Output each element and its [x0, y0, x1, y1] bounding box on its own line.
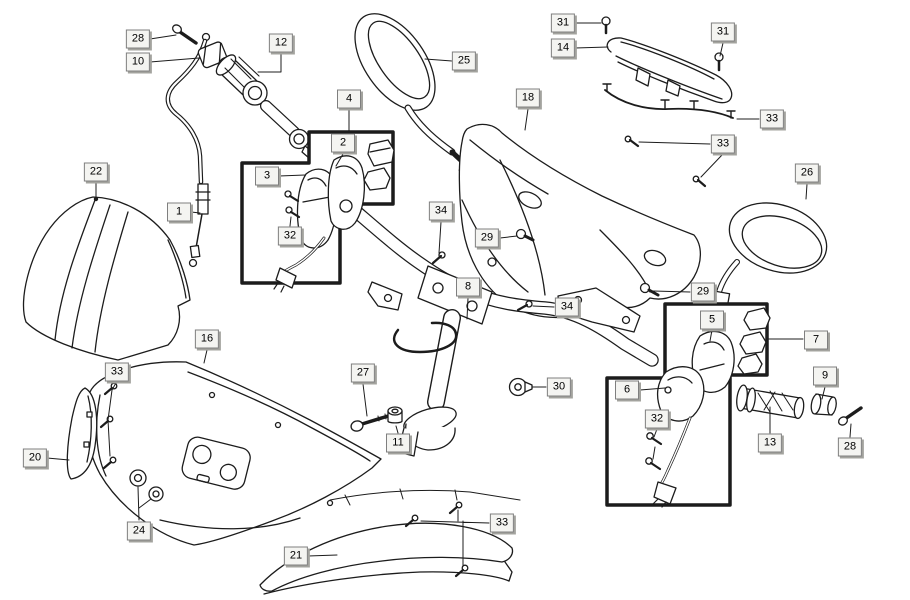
part-label-8: 8: [456, 277, 480, 297]
part-label-3: 3: [255, 166, 279, 186]
part-connector-blocks-right: [737, 307, 771, 375]
part-label-20: 20: [22, 448, 48, 468]
part-screws-33-bottom: [404, 501, 469, 578]
part-label-28-a: 28: [125, 29, 151, 49]
part-right-grip: [736, 384, 805, 420]
part-dashboard: [606, 37, 733, 104]
part-label-28-b: 28: [837, 437, 863, 457]
part-label-29-a: 29: [474, 228, 500, 248]
part-lower-spoiler: [259, 522, 514, 595]
leader-lines: [46, 22, 852, 567]
part-label-5: 5: [700, 310, 724, 330]
part-handlebar-cover: [458, 123, 702, 319]
part-switch-housing-rear-2: [327, 155, 366, 230]
part-screw-31-left: [601, 16, 611, 35]
part-screws-33-upper: [624, 135, 707, 188]
part-label-12: 12: [268, 33, 294, 53]
part-label-13: 13: [757, 433, 783, 453]
part-label-26: 26: [794, 163, 820, 183]
part-screws-32-right: [645, 432, 663, 471]
part-screws-32-left: [284, 190, 301, 219]
part-screw-31-right: [714, 52, 724, 72]
part-label-7: 7: [804, 330, 828, 350]
part-label-24: 24: [126, 521, 152, 541]
part-switch-housing-front-3: [296, 168, 338, 249]
part-bolt-28-right: [837, 406, 863, 426]
part-label-16: 16: [194, 329, 220, 349]
part-label-30: 30: [546, 377, 572, 397]
part-washers-24: [129, 469, 164, 502]
part-switch-cable-left: [273, 236, 326, 293]
part-switch-housing-6: [656, 366, 705, 422]
part-label-33-d: 33: [489, 513, 515, 533]
part-harness: [602, 83, 736, 119]
part-label-2: 2: [331, 133, 355, 153]
part-label-4: 4: [337, 89, 361, 109]
part-connector-blocks-left: [363, 139, 395, 191]
part-front-fairing: [85, 361, 521, 546]
part-label-33-c: 33: [104, 362, 130, 382]
part-bolt-28-left: [171, 24, 198, 45]
part-label-27: 27: [350, 363, 376, 383]
part-left-mirror: [354, 13, 478, 184]
part-screw-29-upper: [515, 228, 535, 242]
part-nut-11: [387, 406, 403, 424]
part-label-32-b: 32: [644, 409, 670, 429]
part-label-31-a: 31: [550, 13, 576, 33]
part-throttle-cable: [165, 32, 211, 268]
part-label-9: 9: [813, 366, 837, 386]
part-label-32-a: 32: [277, 226, 303, 246]
part-screw-29-lower: [639, 282, 660, 297]
part-label-33-a: 33: [759, 109, 785, 129]
part-label-31-b: 31: [710, 22, 736, 42]
part-label-33-b: 33: [710, 134, 736, 154]
part-label-29-b: 29: [690, 282, 716, 302]
part-screws-33-left: [99, 382, 118, 470]
part-label-6: 6: [615, 380, 639, 400]
part-screw-34-right: [516, 300, 533, 312]
part-left-grip-throttle: [215, 54, 314, 159]
part-label-10: 10: [125, 52, 151, 72]
part-screw-34-upper: [431, 251, 446, 265]
part-label-34-b: 34: [554, 297, 580, 317]
part-label-1: 1: [167, 202, 191, 222]
part-label-18: 18: [515, 88, 541, 108]
part-label-11: 11: [386, 433, 410, 453]
part-label-21: 21: [283, 546, 309, 566]
part-label-14: 14: [550, 38, 576, 58]
part-switch-housing-5: [691, 330, 735, 393]
part-label-22: 22: [83, 162, 109, 182]
part-switch-cable-right: [652, 416, 692, 508]
part-grommet-30: [508, 377, 533, 397]
part-label-34-a: 34: [428, 201, 454, 221]
part-label-25: 25: [451, 51, 477, 71]
part-side-trim: [66, 387, 98, 480]
part-cap-9: [810, 393, 837, 416]
part-windshield: [22, 196, 191, 361]
